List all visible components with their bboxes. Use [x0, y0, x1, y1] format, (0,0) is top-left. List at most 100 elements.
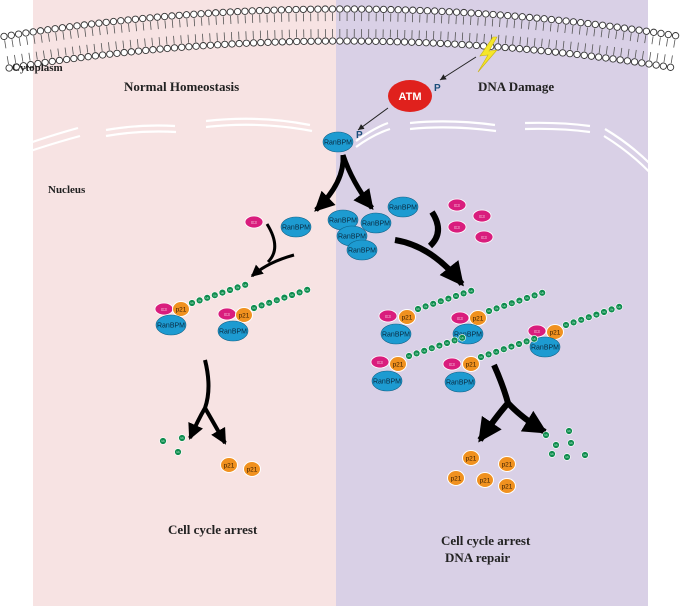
ub-label: Ub — [190, 301, 194, 305]
e3-ligase: E3 — [244, 215, 264, 229]
ub-label: Ub — [502, 347, 506, 351]
ubiquitin: Ub — [159, 437, 167, 445]
lipid-head — [55, 56, 64, 65]
p21-protein: p21 — [462, 450, 480, 466]
lipid-head — [569, 18, 578, 26]
lipid-tail — [194, 34, 197, 43]
ranbpm-label: RanBPM — [324, 140, 352, 147]
e3-label: E3 — [534, 329, 540, 334]
ubiquitin: Ub — [437, 297, 445, 305]
ub-label: Ub — [430, 346, 434, 350]
lipid-head — [278, 38, 286, 46]
p21-protein: p21 — [469, 310, 487, 326]
lipid-tail — [84, 28, 87, 37]
ubiquitin: Ub — [218, 288, 227, 297]
lipid-head — [19, 62, 28, 70]
lipid-tail — [586, 27, 588, 36]
ubiquitin: Ub — [428, 344, 436, 352]
lipid-tail — [562, 40, 565, 49]
lipid-head — [27, 60, 35, 69]
ubiquitin: Ub — [615, 303, 623, 311]
lipid-tail — [577, 42, 579, 51]
lipid-head — [613, 23, 621, 31]
lipid-head — [508, 44, 517, 52]
p21-label: p21 — [451, 476, 462, 483]
lipid-head — [66, 23, 74, 31]
p21-protein: p21 — [243, 461, 261, 477]
lipid-head — [206, 41, 215, 49]
ub-label: Ub — [306, 288, 310, 292]
lipid-tail — [122, 40, 125, 49]
lipid-tail — [533, 37, 536, 47]
ub-label: Ub — [541, 291, 545, 295]
e3-ligase: E3 — [378, 309, 398, 323]
lipid-head — [504, 11, 512, 20]
pathway-arrows — [188, 154, 548, 445]
lipid-tail — [173, 35, 175, 44]
lipid-head — [285, 6, 293, 14]
lipid-head — [467, 9, 475, 17]
lipid-tail — [520, 20, 523, 29]
lipid-head — [515, 45, 524, 53]
ubiquitin: Ub — [273, 296, 281, 304]
lipid-tail — [651, 36, 654, 45]
ranbpm-phospho-label: P — [356, 130, 363, 141]
ub-label: Ub — [567, 429, 571, 433]
e3-ligase: E3 — [154, 302, 174, 316]
lipid-head — [44, 26, 52, 34]
lipid-tail — [209, 33, 211, 42]
ranbpm-label: RanBPM — [446, 380, 474, 387]
ub-label: Ub — [479, 355, 483, 359]
lipid-tail — [136, 39, 139, 48]
ub-label: Ub — [252, 306, 256, 310]
lipid-tail — [202, 33, 204, 42]
lipid-head — [292, 5, 300, 14]
lipid-head — [525, 13, 534, 22]
lipid-head — [408, 38, 416, 46]
lipid-head — [58, 24, 67, 32]
ub-label: Ub — [580, 318, 584, 322]
p21-protein: p21 — [235, 307, 253, 323]
lipid-head — [587, 52, 596, 60]
lipid-tail — [135, 23, 137, 32]
lipid-head — [518, 13, 526, 21]
ub-label: Ub — [438, 344, 442, 348]
lipid-tail — [613, 46, 615, 55]
ub-label: Ub — [602, 310, 606, 314]
lipid-head — [300, 37, 308, 46]
ub-label: Ub — [544, 433, 548, 437]
ubiquitin: Ub — [295, 288, 304, 297]
lipid-head — [153, 13, 161, 21]
lipid-head — [650, 28, 658, 36]
lipid-head — [241, 7, 249, 15]
ubiquitin: Ub — [562, 321, 570, 329]
lipid-head — [616, 56, 624, 64]
ubiquitin: Ub — [203, 294, 211, 302]
lipid-head — [379, 5, 388, 14]
lipid-head — [472, 41, 481, 50]
ranbpm-protein: RanBPM — [387, 196, 419, 218]
lipid-head — [438, 7, 446, 16]
ub-label: Ub — [206, 296, 210, 300]
lipid-head — [358, 5, 366, 13]
lipid-head — [645, 60, 653, 68]
ubiquitin: Ub — [542, 431, 550, 439]
ubiquitin: Ub — [435, 341, 444, 350]
lipid-tail — [641, 50, 644, 60]
lipid-tail — [658, 37, 661, 46]
left-outcome-label: Cell cycle arrest — [168, 522, 258, 537]
lipid-head — [401, 6, 410, 14]
lipid-head — [168, 12, 176, 20]
ranbpm-protein: RanBPM — [346, 239, 378, 261]
lipid-head — [87, 20, 96, 28]
lipid-tail — [115, 41, 117, 50]
e3-ligase: E3 — [442, 357, 462, 371]
lipid-head — [474, 9, 483, 18]
atm-label: ATM — [398, 91, 421, 103]
ranbpm-protein: RanBPM — [529, 336, 561, 358]
ubiquitin: Ub — [459, 289, 468, 298]
lipid-head — [199, 42, 207, 50]
lipid-head — [7, 31, 15, 39]
lipid-head — [530, 46, 538, 54]
